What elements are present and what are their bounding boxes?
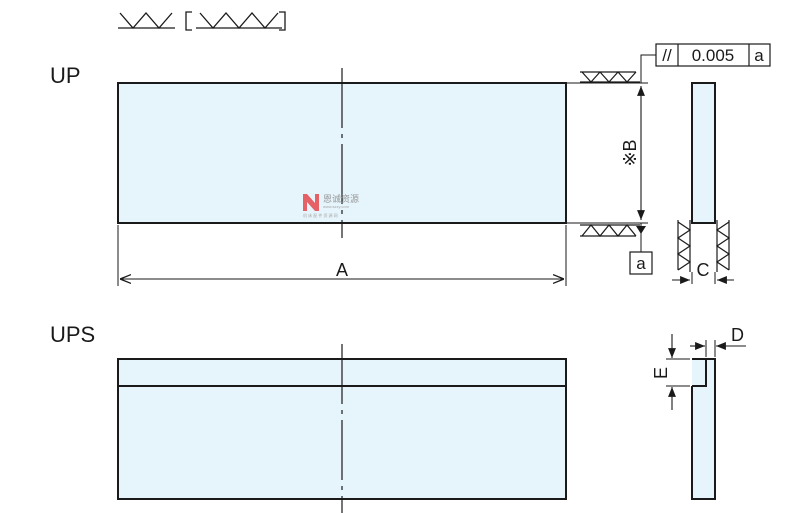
up-front-view: A [117,68,567,286]
finish-triangles-icon [118,12,175,29]
view-label-up: UP [50,63,81,88]
tolerance-frame [655,43,771,67]
finish-bracket-open-icon [185,11,192,31]
ups-front-view [117,344,567,513]
finish-side-right-icon [715,220,731,272]
watermark: 恩诚资源 www.szzy.com 机 床 配 件 资 源 网 [303,193,359,218]
watermark-text: 恩诚资源 [323,193,359,204]
tolerance-leader [640,54,657,83]
ups-side-plate [691,358,716,500]
finish-side-left-icon [676,220,692,272]
dim-b-label: ※B [620,139,640,166]
up-right-annotations: ※B // 0.005 a a [566,43,771,275]
up-side-plate [691,82,716,224]
datum-label: a [636,254,646,273]
watermark-tagline: 机 床 配 件 资 源 网 [303,212,338,218]
finish-top-icon [580,71,640,83]
surface-finish-header [118,11,286,31]
view-label-ups: UPS [50,322,95,347]
ups-side-step [692,359,707,387]
dim-c-label: C [697,260,710,280]
datum-triangle-icon [636,226,646,234]
dim-a-label: A [336,260,348,280]
finish-bracket-close-icon [279,11,286,31]
tolerance-value: 0.005 [692,46,735,65]
finish-bottom-icon [580,224,640,237]
watermark-logo-icon [303,194,319,211]
tolerance-datum: a [754,46,764,65]
up-side-view: C [672,82,734,284]
parallelism-symbol: // [662,46,672,65]
ups-side-view: D E [651,325,746,500]
watermark-url: www.szzy.com [323,204,350,209]
datum-box [629,251,653,275]
finish-triangles-triple-icon [196,12,282,29]
dim-e-label: E [651,367,671,379]
dim-d-label: D [731,325,744,345]
